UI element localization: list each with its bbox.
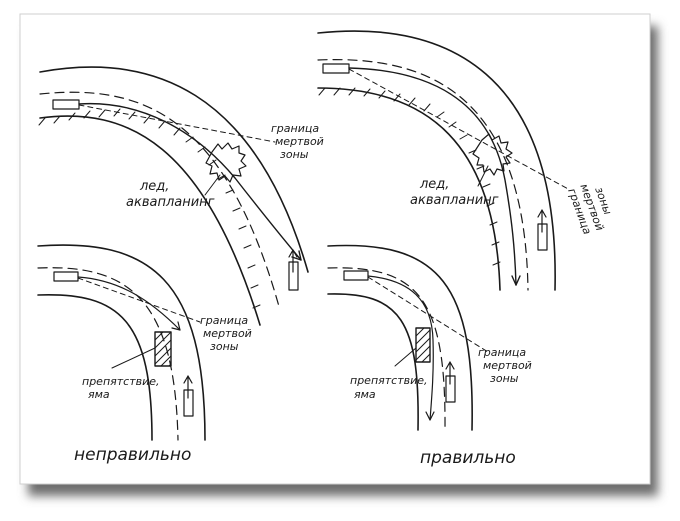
wrong-trajectory [78, 102, 302, 261]
dead-zone-border-line [367, 276, 489, 353]
border-label-line3: зоны [490, 372, 519, 385]
panel-wrong-obstacle: препятствие, яма граница мертвой зоны [37, 244, 252, 441]
road-outer-edge [317, 30, 556, 291]
border-label-line2: мертвой [483, 359, 532, 372]
obstacle-hatching [154, 331, 172, 367]
border-label-line1: граница [478, 346, 526, 359]
ice-label-pointer [477, 165, 489, 187]
obstacle-pit [415, 327, 431, 363]
border-label-line3: зоны [210, 340, 239, 353]
road-inner-edge [327, 293, 419, 431]
correct-trajectory [367, 275, 434, 421]
panel-right-ice: лед, аквапланинг граница мертвой зоны [317, 30, 614, 291]
obstacle-label-line2: яма [354, 388, 376, 401]
trajectory-arrowhead [171, 321, 181, 331]
wrong-trajectory [77, 276, 181, 331]
oncoming-arrow [288, 249, 298, 273]
correct-trajectory [348, 67, 517, 286]
trajectory-arrowhead [511, 275, 521, 286]
ice-patch [472, 133, 513, 176]
oncoming-arrow [445, 361, 455, 385]
dead-zone-border-line [77, 277, 201, 323]
border-label-line2: мертвой [275, 135, 324, 148]
border-label-line1: граница [200, 314, 248, 327]
caption-wrong: неправильно [74, 445, 191, 465]
panel-wrong-ice: лед, аквапланинг граница мертвой зоны [38, 66, 324, 326]
obstacle-label-line1: препятствие, [350, 374, 428, 387]
ice-label-line2: аквапланинг [410, 193, 499, 208]
inner-edge-hatching [318, 87, 501, 266]
border-label-line1: граница [271, 122, 319, 135]
inner-edge-hatching [38, 108, 261, 309]
obstacle-label-pointer [394, 347, 417, 367]
oncoming-arrow [183, 375, 193, 399]
road-center-line [39, 91, 281, 311]
road-inner-edge [37, 294, 153, 441]
ice-label-line2: аквапланинг [126, 195, 215, 210]
road-inner-edge [317, 87, 501, 291]
road-center-line [37, 267, 179, 441]
obstacle-hatching [415, 327, 431, 363]
ice-label-line1: лед, [419, 177, 449, 192]
road-center-line [317, 59, 529, 291]
ice-patch [205, 142, 247, 183]
dead-zone-border-line [78, 104, 276, 143]
dead-zone-border-line [348, 68, 571, 191]
caption-right: правильно [420, 448, 516, 468]
obstacle-label-pointer [111, 347, 156, 369]
oncoming-arrow [537, 209, 547, 233]
ice-label-line1: лед, [139, 179, 169, 194]
road-center-line [327, 267, 446, 431]
ice-label-pointer [204, 174, 221, 196]
obstacle-label-line1: препятствие, [82, 375, 160, 388]
trajectory-arrowhead [425, 411, 435, 421]
border-label-line3: зоны [280, 148, 309, 161]
sheet [19, 13, 651, 485]
border-label-line2: мертвой [203, 327, 252, 340]
road-outer-edge [39, 66, 309, 273]
road-outer-edge [327, 244, 473, 431]
obstacle-label-line2: яма [88, 388, 110, 401]
road-inner-edge [39, 115, 261, 326]
road-outer-edge [37, 244, 206, 441]
panel-right-obstacle: препятствие, яма граница мертвой зоны [327, 244, 532, 431]
